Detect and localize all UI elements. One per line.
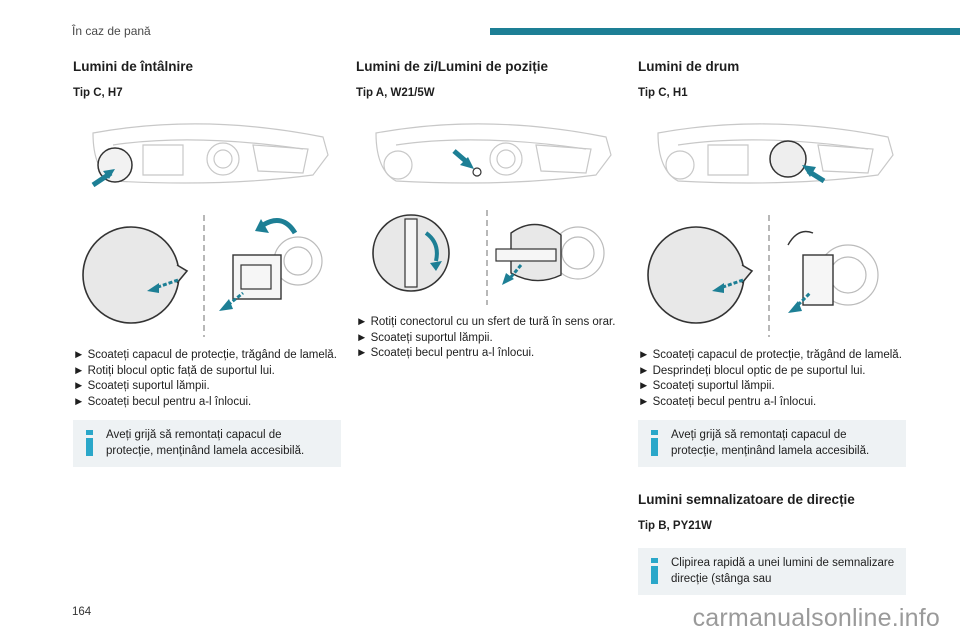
step: ► Scoateți becul pentru a-l înlocui.	[638, 395, 817, 408]
column-high-beam: Lumini de drum Tip C, H1 ► Scoateți capa…	[638, 58, 906, 595]
step: ► Rotiți blocul optic față de suportul l…	[73, 364, 275, 377]
info-note: Clipirea rapidă a unei lumini de semnali…	[638, 548, 906, 595]
page-number: 164	[72, 606, 92, 618]
bulb-type: Tip C, H1	[638, 87, 688, 99]
column-low-beam: Lumini de întâlnire Tip C, H7 ► Scoateți…	[73, 58, 341, 467]
header-accent-bar	[490, 28, 960, 35]
daytime-light-illustration	[372, 123, 612, 305]
section-title: Lumini de drum	[638, 59, 740, 74]
step: ► Scoateți suportul lămpii.	[638, 380, 775, 392]
info-icon	[651, 430, 659, 456]
bulb-type: Tip B, PY21W	[638, 520, 712, 532]
step: ► Scoateți capacul de protecție, trăgând…	[638, 349, 902, 361]
info-icon	[651, 558, 659, 584]
step: ► Scoateți suportul lămpii.	[73, 380, 210, 392]
step: ► Desprindeți blocul optic de pe suportu…	[638, 364, 866, 377]
note-text: Aveți grijă să remontați capacul de prot…	[106, 429, 305, 457]
bulb-type: Tip C, H7	[73, 87, 123, 99]
step: ► Scoateți becul pentru a-l înlocui.	[356, 347, 535, 359]
section-header: În caz de pană	[72, 24, 151, 38]
step: ► Scoateți becul pentru a-l înlocui.	[73, 395, 252, 408]
section-title: Lumini semnalizatoare de direcție	[638, 492, 855, 507]
bulb-type: Tip A, W21/5W	[356, 87, 435, 99]
watermark: carmanualsonline.info	[692, 604, 940, 632]
step: ► Scoateți capacul de protecție, trăgând…	[73, 349, 337, 361]
instruction-steps: ► Scoateți capacul de protecție, trăgând…	[638, 348, 906, 410]
column-daytime-lights: Lumini de zi/Lumini de poziție Tip A, W2…	[356, 58, 624, 362]
instruction-steps: ► Scoateți capacul de protecție, trăgând…	[73, 348, 341, 410]
low-beam-illustration	[82, 123, 329, 337]
step: ► Rotiți conectorul cu un sfert de tură …	[356, 316, 616, 328]
info-note: Aveți grijă să remontați capacul de prot…	[73, 420, 341, 467]
step: ► Scoateți suportul lămpii.	[356, 331, 493, 344]
section-title: Lumini de zi/Lumini de poziție	[356, 59, 548, 74]
info-icon	[86, 430, 94, 456]
high-beam-illustration	[647, 123, 894, 337]
section-title: Lumini de întâlnire	[73, 59, 194, 74]
info-note: Aveți grijă să remontați capacul de prot…	[638, 420, 906, 467]
note-text: Aveți grijă să remontați capacul de prot…	[671, 429, 870, 457]
note-text: Clipirea rapidă a unei lumini de semnali…	[671, 557, 895, 585]
instruction-steps: ► Rotiți conectorul cu un sfert de tură …	[356, 315, 624, 362]
